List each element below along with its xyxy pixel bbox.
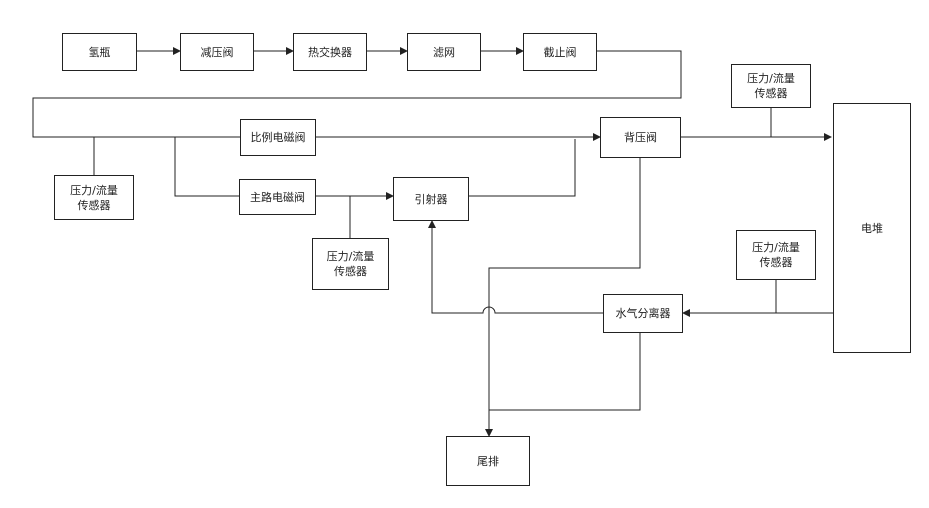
heat-exchanger-label: 热交换器: [308, 45, 352, 60]
main-valve-box: 主路电磁阀: [239, 179, 316, 215]
pressure-flow-sensor-bottom-right-box: 压力/流量 传感器: [736, 230, 816, 280]
connector-line: [469, 139, 575, 196]
water-separator-label: 水气分离器: [616, 306, 671, 321]
pressure-flow-sensor-left-box: 压力/流量 传感器: [54, 175, 134, 220]
ejector-label: 引射器: [415, 192, 448, 207]
stack-label: 电堆: [861, 221, 883, 236]
water-separator-box: 水气分离器: [603, 294, 683, 333]
hydrogen-source-label: 氢瓶: [89, 45, 111, 60]
connector-line: [489, 333, 640, 410]
back-pressure-valve-box: 背压阀: [600, 117, 681, 158]
pressure-reducing-valve-label: 减压阀: [201, 45, 234, 60]
exhaust-box: 尾排: [446, 436, 530, 486]
shutoff-valve-label: 截止阀: [544, 45, 577, 60]
sensor-label: 压力/流量 传感器: [747, 71, 795, 101]
proportional-valve-label: 比例电磁阀: [251, 130, 306, 145]
proportional-valve-box: 比例电磁阀: [240, 119, 316, 156]
sensor-label: 压力/流量 传感器: [752, 240, 800, 270]
filter-label: 滤网: [433, 45, 455, 60]
sensor-label: 压力/流量 传感器: [70, 183, 118, 213]
heat-exchanger-box: 热交换器: [293, 33, 367, 71]
shutoff-valve-box: 截止阀: [523, 33, 597, 71]
ejector-box: 引射器: [393, 177, 469, 221]
fuel-cell-stack-box: 电堆: [833, 103, 911, 353]
back-pressure-valve-label: 背压阀: [624, 130, 657, 145]
sensor-label: 压力/流量 传感器: [327, 249, 375, 279]
connector-line: [432, 221, 603, 313]
pressure-flow-sensor-top-right-box: 压力/流量 传感器: [731, 64, 811, 108]
exhaust-label: 尾排: [477, 454, 499, 469]
main-valve-label: 主路电磁阀: [250, 190, 305, 205]
connector-line: [175, 137, 239, 196]
filter-box: 滤网: [407, 33, 481, 71]
pressure-reducing-valve-box: 减压阀: [180, 33, 254, 71]
hydrogen-source-box: 氢瓶: [62, 33, 137, 71]
pressure-flow-sensor-middle-box: 压力/流量 传感器: [312, 238, 389, 290]
